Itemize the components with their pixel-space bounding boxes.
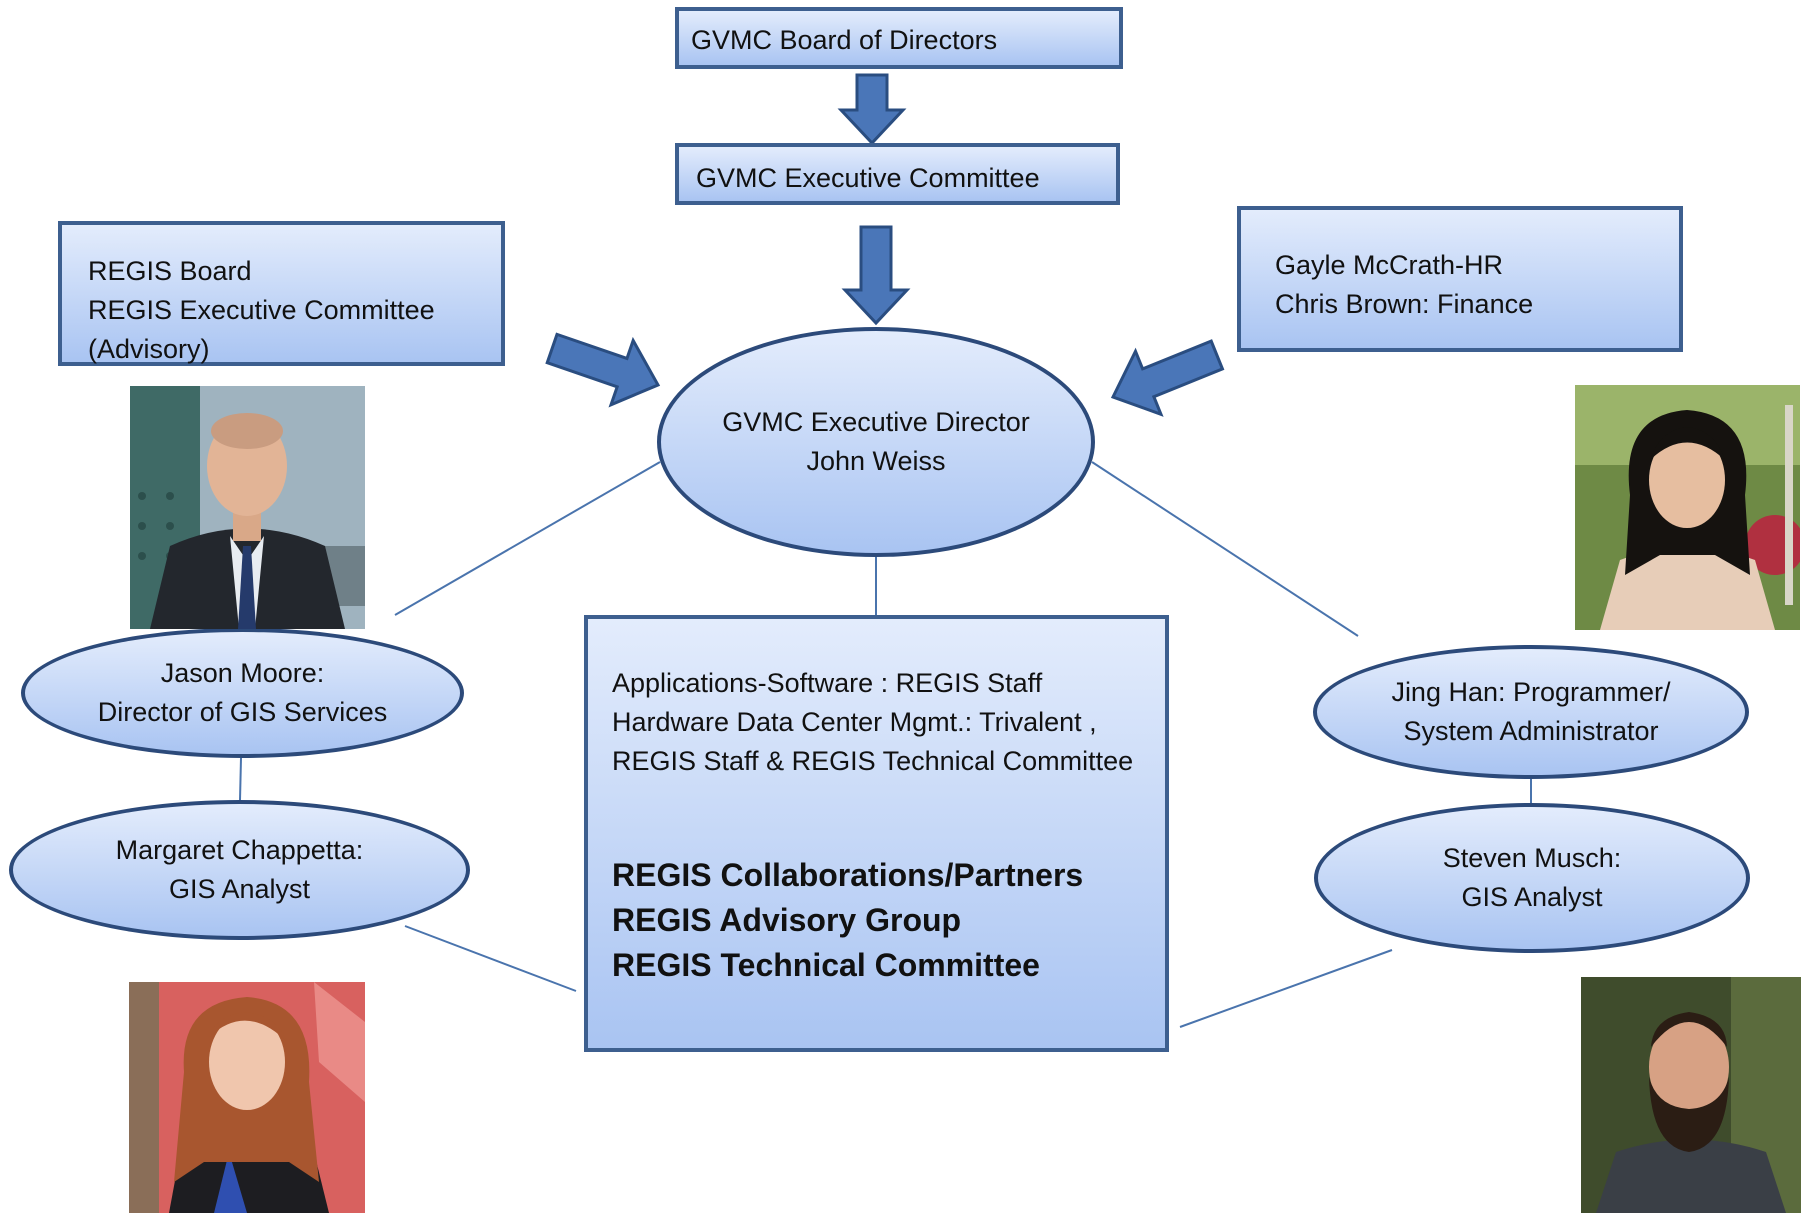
- center-info-line-2: Hardware Data Center Mgmt.: Trivalent ,: [612, 707, 1097, 737]
- jing-han-photo: [1575, 385, 1800, 630]
- margaret-chappetta-name: Margaret Chappetta:: [115, 835, 364, 865]
- jing-han-name: Jing Han: Programmer/: [1391, 677, 1671, 707]
- connector-jason-margaret: [239, 757, 242, 801]
- jason-moore-name: Jason Moore:: [160, 658, 325, 688]
- center-info-bold-1: REGIS Collaborations/Partners: [612, 857, 1084, 893]
- jason-moore-node: Jason Moore: Director of GIS Services: [21, 628, 464, 758]
- jason-moore-photo: [130, 386, 365, 629]
- center-info-line-1: Applications-Software : REGIS Staff: [612, 668, 1043, 698]
- connector-director-jason: [394, 461, 661, 616]
- board-of-directors-box: GVMC Board of Directors: [675, 7, 1123, 69]
- jason-moore-role: Director of GIS Services: [97, 697, 388, 727]
- jing-han-node: Jing Han: Programmer/ System Administrat…: [1313, 645, 1749, 779]
- executive-director-name: John Weiss: [806, 446, 946, 476]
- margaret-chappetta-role: GIS Analyst: [168, 874, 311, 904]
- margaret-chappetta-photo: [129, 982, 365, 1213]
- regis-advisory-label: (Advisory): [88, 334, 210, 364]
- executive-committee-label: GVMC Executive Committee: [696, 163, 1040, 193]
- steven-musch-role: GIS Analyst: [1461, 882, 1603, 912]
- jing-han-role: System Administrator: [1403, 716, 1659, 746]
- regis-board-box: REGIS Board REGIS Executive Committee (A…: [58, 221, 505, 366]
- steven-musch-name: Steven Musch:: [1442, 843, 1622, 873]
- connector-director-jing: [1091, 461, 1359, 637]
- executive-committee-box: GVMC Executive Committee: [675, 143, 1120, 205]
- arrow-support-to-director: [1110, 339, 1225, 417]
- regis-executive-committee-label: REGIS Executive Committee: [88, 295, 435, 325]
- arrow-regis-to-director: [545, 332, 661, 408]
- connector-margaret-center: [404, 925, 577, 992]
- center-info-bold-3: REGIS Technical Committee: [612, 947, 1040, 983]
- center-info-bold-2: REGIS Advisory Group: [612, 902, 962, 938]
- support-staff-box: Gayle McCrath-HR Chris Brown: Finance: [1237, 206, 1683, 352]
- margaret-chappetta-node: Margaret Chappetta: GIS Analyst: [9, 800, 470, 940]
- steven-musch-photo: [1581, 977, 1801, 1213]
- arrow-board-to-committee: [837, 73, 907, 146]
- connector-steven-center: [1179, 949, 1393, 1028]
- center-info-box: Applications-Software : REGIS Staff Hard…: [584, 615, 1169, 1052]
- board-of-directors-label: GVMC Board of Directors: [691, 25, 998, 55]
- finance-label: Chris Brown: Finance: [1275, 289, 1534, 319]
- executive-director-title: GVMC Executive Director: [722, 407, 1030, 437]
- arrow-committee-to-director: [841, 225, 911, 326]
- executive-director-node: GVMC Executive Director John Weiss: [657, 327, 1095, 557]
- center-info-line-3: REGIS Staff & REGIS Technical Committee: [612, 746, 1134, 776]
- hr-label: Gayle McCrath-HR: [1275, 250, 1504, 280]
- steven-musch-node: Steven Musch: GIS Analyst: [1314, 803, 1750, 953]
- regis-board-label: REGIS Board: [88, 256, 252, 286]
